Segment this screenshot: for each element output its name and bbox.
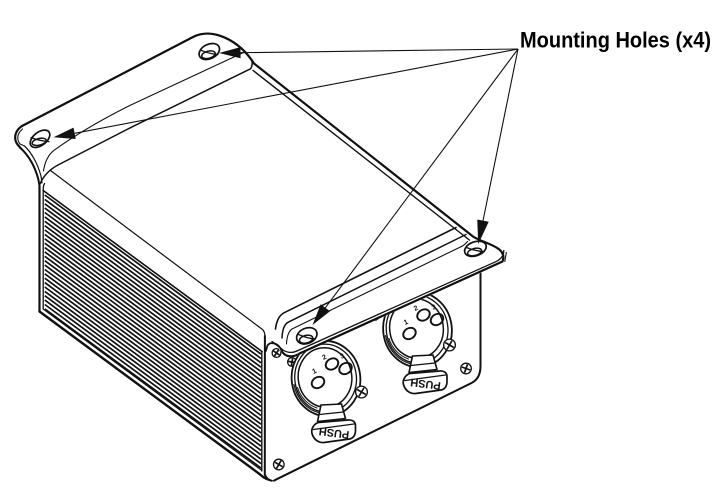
svg-text:2: 2 [413,305,420,313]
svg-text:2: 2 [321,354,328,362]
svg-text:PUSH: PUSH [318,425,350,441]
svg-text:1: 1 [403,319,410,327]
svg-text:3: 3 [431,304,438,312]
svg-text:Mounting Holes (x4): Mounting Holes (x4) [520,28,711,53]
svg-text:PUSH: PUSH [410,376,442,392]
svg-text:1: 1 [311,368,318,376]
svg-text:3: 3 [339,353,346,361]
